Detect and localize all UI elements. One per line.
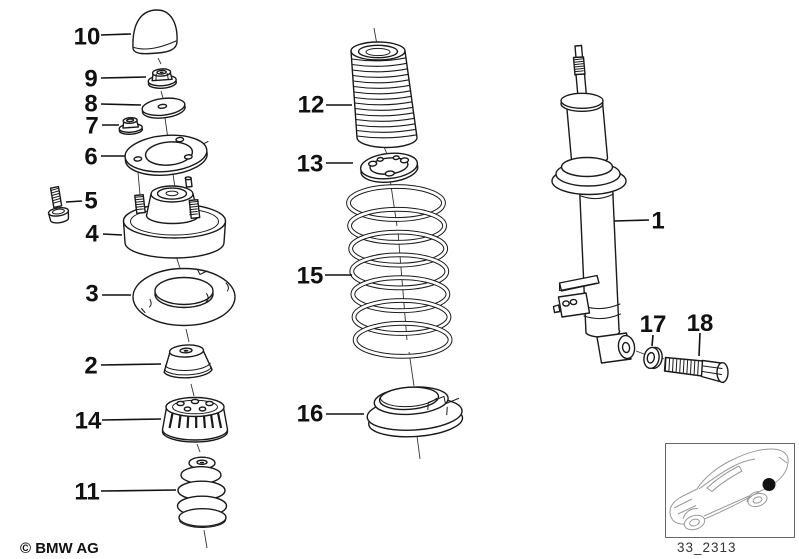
part-18-bolt-drawing [663, 356, 729, 384]
part-label-10: 10 [74, 24, 101, 51]
part-17-washer-drawing [643, 346, 663, 370]
copyright-text: © BMW AG [20, 540, 99, 557]
part-2-support-cup-drawing [163, 344, 213, 379]
part-1-strut-drawing [551, 44, 636, 364]
part-label-18: 18 [687, 310, 714, 337]
car-location-thumbnail: 33_2313 [665, 443, 795, 555]
part-11-bump-stop-drawing [176, 456, 228, 529]
part-label-16: 16 [297, 401, 324, 428]
part-label-2: 2 [84, 353, 97, 380]
part-12-gaiter-drawing [350, 41, 418, 149]
leader-lines [65, 33, 701, 492]
part-8-washer-drawing [141, 97, 186, 119]
part-label-17: 17 [640, 311, 667, 338]
part-16-lower-spring-pad-drawing [366, 386, 464, 438]
part-9-flanged-nut-drawing [147, 68, 178, 89]
part-6-mounting-plate-drawing [124, 134, 209, 176]
part-label-14: 14 [75, 408, 102, 435]
diagram-code: 33_2313 [677, 540, 737, 555]
part-label-9: 9 [84, 66, 97, 93]
part-label-12: 12 [298, 92, 325, 119]
part-label-5: 5 [84, 188, 97, 215]
part-7-flanged-nut-small-drawing [118, 116, 144, 135]
location-dot [762, 478, 776, 491]
part-10-dome-cap-drawing [132, 9, 178, 55]
part-14-ribbed-mount-drawing [161, 396, 229, 443]
part-3-spring-pad-ring-drawing [132, 267, 236, 327]
part-label-7: 7 [85, 113, 98, 140]
part-label-8: 8 [84, 91, 97, 118]
part-label-6: 6 [84, 144, 97, 171]
part-callouts: 10 9 8 7 6 5 4 3 2 14 11 12 13 15 16 1 1… [74, 24, 714, 506]
part-label-4: 4 [85, 221, 99, 248]
part-label-15: 15 [297, 263, 324, 290]
part-label-11: 11 [74, 479, 99, 506]
part-label-1: 1 [651, 208, 664, 235]
part-label-13: 13 [297, 151, 324, 178]
part-15-coil-spring-drawing [346, 184, 453, 359]
part-5-bolt-drawing [47, 185, 70, 224]
part-13-retainer-ring-drawing [359, 152, 419, 183]
part-4-strut-mount-drawing [122, 176, 227, 259]
part-label-3: 3 [85, 281, 98, 308]
